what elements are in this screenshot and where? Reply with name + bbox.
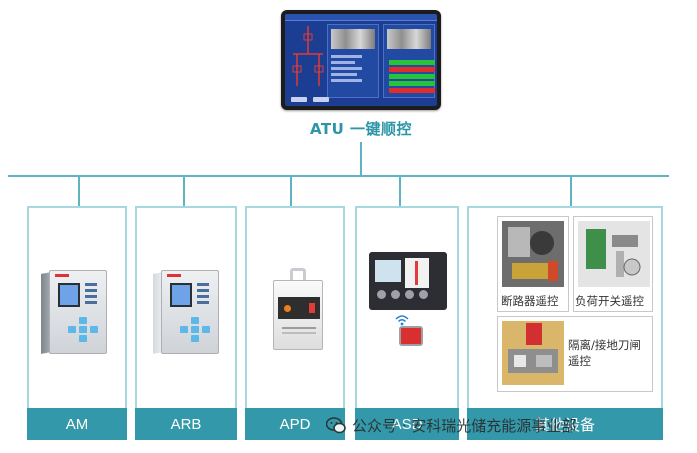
- watermark-text: 公众号 · 安科瑞光储充能源事业部: [352, 416, 577, 435]
- connector-drop-apd: [290, 176, 292, 206]
- tile-disconnector-remote: 隔离/接地刀闸遥控: [497, 316, 653, 392]
- connector-drop-arb: [183, 176, 185, 206]
- screen-panel-left: [327, 24, 379, 98]
- atu-monitor-image: [281, 10, 441, 110]
- screen-titlebar: [285, 14, 437, 21]
- device-card-asd[interactable]: ASD: [355, 206, 459, 440]
- disconnector-photo-icon: [502, 321, 564, 385]
- am-device-image: [41, 270, 107, 354]
- connector-drop-other: [570, 176, 572, 206]
- tile-caption-breaker: 断路器遥控: [501, 294, 559, 308]
- connector-drop-asd: [399, 176, 401, 206]
- atu-title: ATU 一键顺控: [309, 120, 413, 138]
- connector-vertical-main: [360, 142, 362, 176]
- tile-breaker-remote: 断路器遥控: [497, 216, 569, 312]
- screen-status-list: [389, 60, 435, 95]
- atu-screen: [285, 14, 437, 106]
- breaker-photo-icon: [502, 221, 564, 287]
- card-label-asd: ASD: [355, 408, 459, 440]
- arb-device-image: [153, 270, 219, 354]
- wechat-watermark: 公众号 · 安科瑞光储充能源事业部: [326, 412, 576, 438]
- card-label-other: 其他设备: [467, 408, 663, 440]
- wireless-icon: [395, 315, 409, 326]
- card-label-apd: APD: [245, 408, 345, 440]
- card-label-am: AM: [27, 408, 127, 440]
- device-card-am[interactable]: AM: [27, 206, 127, 440]
- tile-caption-disconnector: 隔离/接地刀闸遥控: [568, 338, 641, 368]
- device-card-other[interactable]: 断路器遥控 负荷开关遥控 隔离/接地刀闸遥控 其他设备: [467, 206, 663, 440]
- card-label-arb: ARB: [135, 408, 237, 440]
- tile-caption-load-switch: 负荷开关遥控: [575, 294, 644, 308]
- device-card-apd[interactable]: APD: [245, 206, 345, 440]
- load-switch-photo-icon: [578, 221, 650, 287]
- connector-horizontal-bus: [8, 175, 669, 177]
- device-card-arb[interactable]: ARB: [135, 206, 237, 440]
- wechat-icon: [326, 416, 346, 433]
- tile-load-switch-remote: 负荷开关遥控: [573, 216, 653, 312]
- single-line-diagram-icon: [292, 26, 324, 86]
- connector-drop-am: [78, 176, 80, 206]
- wireless-sensor-image: [399, 326, 423, 346]
- asd-device-image: [369, 252, 449, 352]
- screen-buttons: [291, 97, 329, 102]
- apd-device-image: [273, 268, 323, 350]
